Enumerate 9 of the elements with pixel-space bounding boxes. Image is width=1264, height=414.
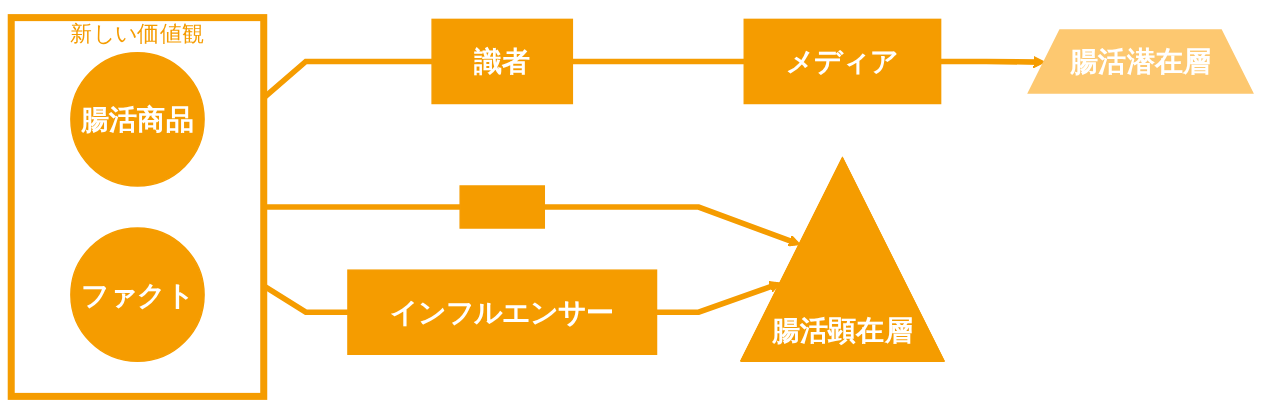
node-box: インフルエンサー [347, 269, 658, 355]
arrow [544, 204, 801, 247]
node-box [459, 185, 546, 229]
arrow [940, 55, 1046, 69]
node-box: メディア [743, 18, 942, 105]
node-circle: 腸活商品 [70, 52, 205, 187]
connector [572, 58, 745, 65]
node-box: 識者 [431, 18, 574, 105]
node-circle: ファクト [70, 227, 205, 362]
